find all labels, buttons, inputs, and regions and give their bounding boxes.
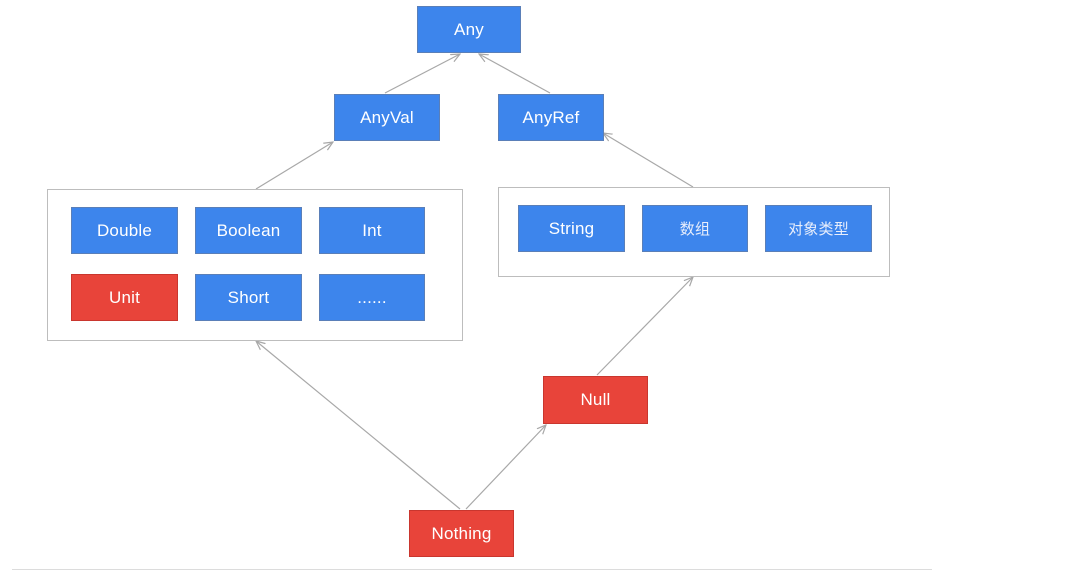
edge-null-to-refgroup [596,277,693,376]
node-any-label: Any [454,19,484,39]
node-array: 数组 [642,205,748,252]
node-ellipsis-label: ...... [357,287,387,307]
node-boolean-label: Boolean [216,220,281,240]
node-double: Double [71,207,178,254]
node-double-label: Double [96,220,153,240]
edge-refgroup-to-anyref [603,133,694,188]
node-anyref: AnyRef [498,94,604,141]
node-unit-label: Unit [108,287,141,307]
node-anyval: AnyVal [334,94,440,141]
node-short-label: Short [227,287,270,307]
node-short: Short [195,274,302,321]
node-anyval-label: AnyVal [360,107,414,127]
node-object-type: 对象类型 [765,205,872,252]
node-int: Int [319,207,425,254]
node-null-label: Null [580,390,611,409]
node-any: Any [417,6,521,53]
node-nothing-label: Nothing [431,523,492,543]
node-array-label: 数组 [679,220,711,238]
node-unit: Unit [71,274,178,321]
node-ellipsis: ...... [319,274,425,321]
node-anyref-label: AnyRef [522,107,580,127]
edge-anyref-to-any [479,54,551,94]
node-string-label: String [548,218,595,238]
node-string: String [518,205,625,252]
node-int-label: Int [362,220,382,240]
edge-anyval-to-any [384,54,460,94]
node-object-type-label: 对象类型 [788,220,849,238]
edge-valgroup-to-anyval [255,142,333,190]
edge-nothing-to-valgroup [256,341,461,510]
node-nothing: Nothing [409,510,514,557]
node-boolean: Boolean [195,207,302,254]
node-null: Null [543,376,648,424]
bottom-rule [12,569,932,570]
edge-nothing-to-null [465,425,546,510]
